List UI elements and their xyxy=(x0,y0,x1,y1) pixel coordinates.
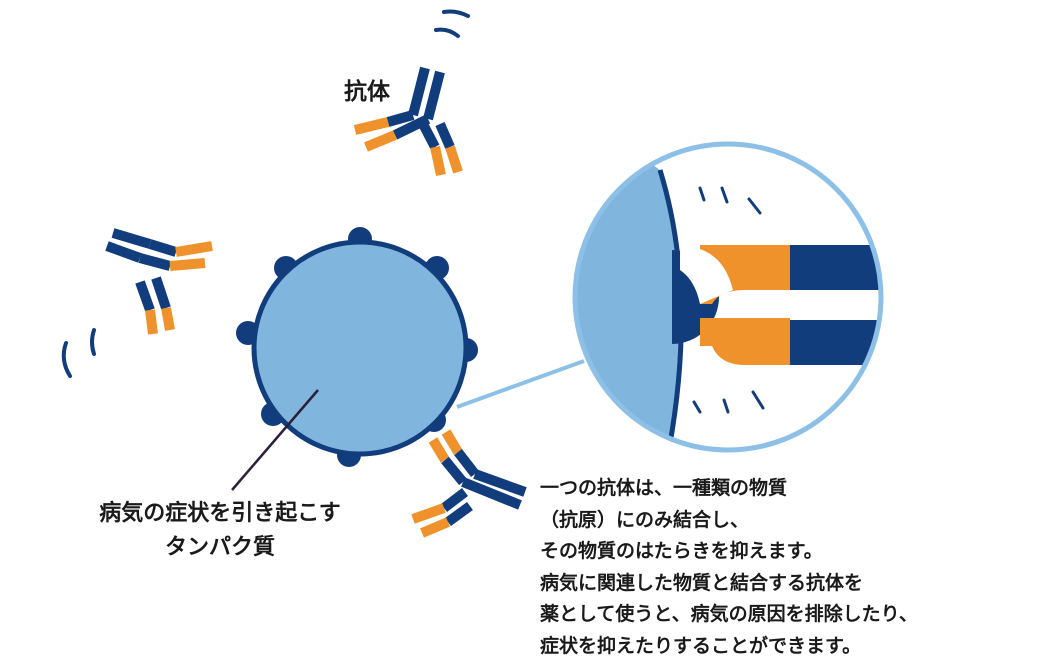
antibody-label: 抗体 xyxy=(344,72,390,106)
zoom-detail-icon xyxy=(560,100,890,470)
protein-label-line: タンパク質 xyxy=(50,531,390,565)
protein-cell-icon xyxy=(236,227,478,467)
protein-label-line: 病気の症状を引き起こす xyxy=(50,497,390,531)
zoom-connector xyxy=(457,361,584,407)
antibody-icon xyxy=(413,432,525,533)
antibody-icon xyxy=(107,233,212,334)
description-line: 症状を抑えたりすることができます。 xyxy=(540,631,918,662)
description-line: 一つの抗体は、一種類の物質 xyxy=(540,473,918,505)
protein-label: 病気の症状を引き起こす タンパク質 xyxy=(50,497,390,565)
motion-lines-icon xyxy=(64,330,94,376)
description-line: その物質のはたらきを抑えます。 xyxy=(540,536,918,568)
motion-lines-icon xyxy=(436,12,468,37)
description-text: 一つの抗体は、一種類の物質 （抗原）にのみ結合し、 その物質のはたらきを抑えます… xyxy=(540,473,918,662)
description-line: （抗原）にのみ結合し、 xyxy=(540,505,918,537)
description-line: 薬として使うと、病気の原因を排除したり、 xyxy=(540,599,918,631)
description-line: 病気に関連した物質と結合する抗体を xyxy=(540,568,918,600)
